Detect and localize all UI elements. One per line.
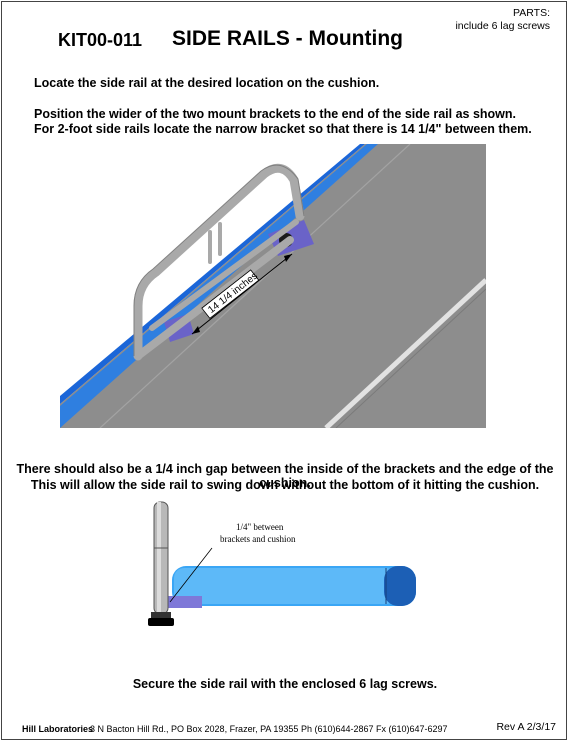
step-narrow-bracket: For 2-foot side rails locate the narrow … bbox=[34, 122, 532, 136]
callout-line2: brackets and cushion bbox=[220, 534, 296, 544]
side-rail-isometric-figure: 14 1/4 inches bbox=[60, 144, 486, 428]
bracket-end-view bbox=[166, 596, 202, 608]
gap-detail-figure: 1/4" between brackets and cushion bbox=[148, 501, 416, 626]
footer-address: 3 N Bacton Hill Rd., PO Box 2028, Frazer… bbox=[90, 724, 448, 734]
step-position: Position the wider of the two mount brac… bbox=[34, 107, 516, 121]
parts-label: PARTS: bbox=[513, 7, 550, 19]
cushion-top-surface bbox=[60, 144, 486, 428]
dimension-arrow bbox=[191, 253, 293, 335]
parts-box: PARTS: include 6 lag screws bbox=[455, 7, 550, 33]
footer-revision: Rev A 2/3/17 bbox=[496, 721, 556, 733]
secure-note: Secure the side rail with the enclosed 6… bbox=[132, 677, 438, 691]
callout-line1: 1/4" between bbox=[236, 522, 284, 532]
callout-leader bbox=[169, 547, 213, 603]
parts-detail: include 6 lag screws bbox=[455, 20, 550, 32]
page-title: SIDE RAILS - Mounting bbox=[172, 27, 403, 50]
kit-number: KIT00-011 bbox=[58, 30, 143, 50]
footer-company: Hill Laboratories bbox=[22, 724, 94, 734]
gap-note-line2: This will allow the side rail to swing d… bbox=[30, 478, 540, 492]
side-rail bbox=[133, 163, 305, 361]
gap-note-line1: There should also be a 1/4 inch gap betw… bbox=[16, 462, 554, 490]
step-locate: Locate the side rail at the desired loca… bbox=[34, 76, 380, 90]
rail-foot bbox=[151, 612, 171, 620]
